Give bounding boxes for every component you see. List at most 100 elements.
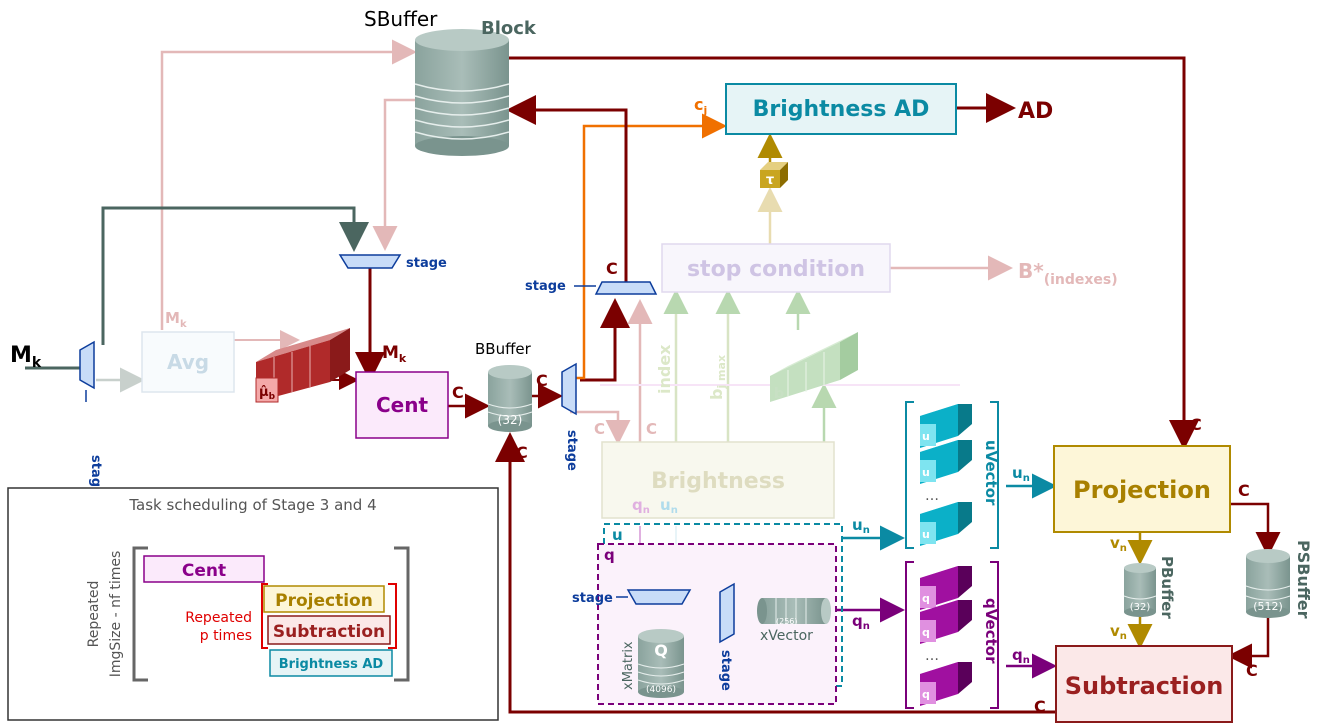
task-projection-box — [263, 585, 385, 613]
projection-label: Projection — [1073, 476, 1211, 504]
mu-label: μ̂b — [259, 385, 276, 402]
sbuffer-to-projection-line — [508, 56, 1199, 450]
c-label-stop: C — [606, 259, 618, 278]
stage-to-upper-stage-line — [101, 206, 369, 345]
pbuffer-label: PBuffer — [1158, 556, 1176, 619]
pbuffer-cylinder — [1123, 563, 1157, 617]
stage-mux-inner — [626, 589, 692, 605]
task-subtraction-box — [267, 615, 391, 645]
c-label-psbuffer: C — [1238, 481, 1250, 500]
repeated-inner-line2: p times — [200, 628, 252, 644]
bbuffer-cylinder — [487, 365, 533, 432]
ad-label: AD — [1018, 99, 1053, 124]
stop-condition-box — [661, 243, 891, 293]
stage-label-upper: stage — [406, 256, 447, 271]
stage-mux-left — [79, 340, 95, 390]
qvector-group — [905, 561, 999, 709]
qn-label-2: qn — [1012, 646, 1030, 666]
tau-cube: τ — [760, 162, 788, 188]
b-vector — [770, 332, 858, 402]
vn-label-2: vn — [1110, 622, 1127, 642]
xvector-cylinder — [757, 598, 831, 624]
stage-label-left: stage — [88, 455, 103, 496]
stage-label-inner-vertical: stage — [718, 650, 733, 691]
block-label: Block — [481, 18, 537, 39]
c-label-projection: C — [1190, 415, 1202, 434]
uvector-ellipsis: … — [925, 488, 939, 504]
uvector-group — [905, 401, 999, 549]
stopstage-to-sbuffer-line — [506, 95, 628, 282]
stage-to-stopstage-line — [580, 298, 630, 382]
projection-to-psbuffer-line — [1230, 502, 1281, 557]
u1-label: u — [922, 430, 930, 443]
cj-line — [576, 113, 727, 380]
subtraction-label: Subtraction — [1065, 672, 1224, 700]
repeated-outer-line2: ImgSize - nf times — [108, 551, 124, 678]
inner-bracket-left — [261, 583, 268, 649]
mk-input-label: Mk — [10, 343, 42, 371]
vn-label-1: vn — [1110, 534, 1127, 554]
outer-bracket-right — [394, 546, 410, 682]
qn-label-1: qn — [852, 612, 870, 632]
task-subtraction-label: Subtraction — [273, 622, 385, 642]
subtraction-feedback-line — [495, 432, 1056, 714]
brightness-ad-box — [725, 83, 957, 135]
brightness-ad-label: Brightness AD — [753, 97, 930, 122]
inner-bracket-right — [388, 583, 397, 649]
brightness-label: Brightness — [651, 469, 785, 494]
xvector-capacity: (256) — [776, 617, 798, 626]
pbuffer-capacity: (32) — [1130, 602, 1151, 613]
q-region-label: q — [604, 546, 615, 564]
stop-condition-label: stop condition — [687, 257, 865, 282]
subtraction-box — [1055, 645, 1233, 723]
b-star-label: B*(indexes) — [1018, 259, 1118, 288]
stage-mux-stop — [594, 281, 658, 295]
xvector-label: xVector — [760, 628, 813, 644]
brightness-box — [601, 441, 835, 519]
psbuffer-cylinder — [1245, 549, 1291, 618]
xmatrix-capacity: (4096) — [646, 685, 676, 695]
stage-to-brightness-line — [570, 410, 631, 445]
xmatrix-label: xMatrix — [621, 641, 636, 690]
qn-faint-label: qn — [632, 496, 650, 516]
c-label-cent: C — [452, 383, 464, 402]
q1-label: q — [922, 592, 930, 605]
task-brightness-ad-label: Brightness AD — [279, 657, 384, 672]
avg-label: Avg — [167, 350, 209, 374]
repeated-outer-line1: Repeated — [86, 581, 102, 648]
q2-label: q — [922, 626, 930, 639]
avg-box — [141, 331, 235, 393]
stage-label-inner: stage — [572, 591, 613, 606]
sbuffer-to-stage-line — [372, 98, 415, 251]
task-projection-label: Projection — [275, 591, 373, 611]
psbuffer-to-subtraction-line — [1227, 614, 1270, 669]
mk-pink-label: Mk — [165, 309, 187, 330]
task-scheduling-title: Task scheduling of Stage 3 and 4 — [128, 496, 376, 514]
qk-label: q — [922, 688, 930, 701]
bbuffer-capacity: (32) — [498, 413, 523, 427]
projection-box — [1053, 445, 1231, 533]
c-label-pink-1: C — [594, 420, 605, 438]
outer-bracket-left — [132, 546, 148, 682]
task-brightness-ad-box — [269, 649, 393, 677]
mk-to-sbuffer-line — [160, 39, 417, 330]
uk-label: u — [922, 528, 930, 541]
bbuffer-label: BBuffer — [475, 340, 532, 358]
psbuffer-capacity: (512) — [1253, 600, 1283, 613]
stage-label-middle: stage — [564, 430, 579, 471]
c-label-feedback: C — [516, 443, 528, 462]
task-cent-box — [143, 555, 265, 583]
c-label-bbuffer: C — [536, 371, 548, 390]
cent-label: Cent — [376, 393, 428, 417]
sbuffer-label: SBuffer — [364, 7, 438, 31]
bjmax-label: bj max — [707, 355, 728, 400]
svg-text:τ: τ — [766, 173, 774, 188]
sbuffer-cylinder — [414, 29, 510, 156]
qvector-label: qVector — [982, 598, 1000, 664]
mk-cent-label: Mk — [382, 343, 407, 365]
uvector-label: uVector — [982, 440, 1000, 506]
qvector-ellipsis: … — [925, 648, 939, 664]
index-label: index — [655, 344, 674, 394]
c-label-subtraction-left: C — [1034, 697, 1046, 716]
